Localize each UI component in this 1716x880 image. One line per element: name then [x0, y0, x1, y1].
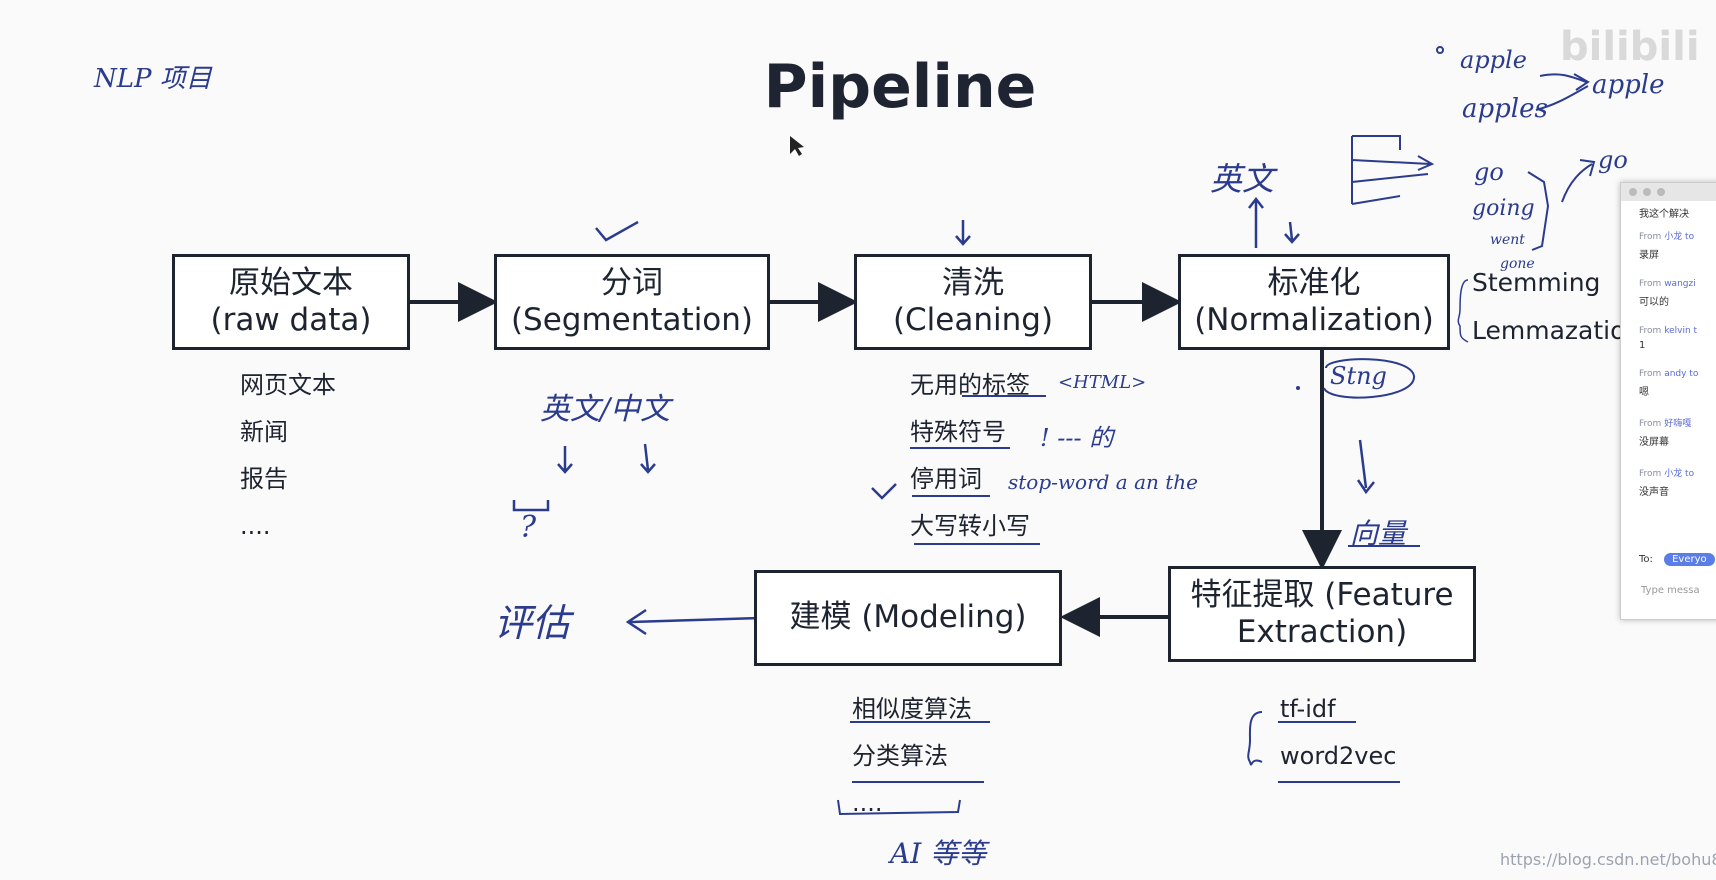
- hand-circle-stem: [1323, 358, 1416, 399]
- clean-item: 无用的标签: [910, 371, 1030, 399]
- hand-arrow-evaluate: [625, 608, 761, 636]
- window-zoom-icon[interactable]: [1657, 188, 1665, 196]
- chat-top-message: 我这个解决: [1639, 209, 1689, 220]
- hand-underlines-model: [850, 721, 990, 783]
- hand-evaluate: 评估: [494, 601, 571, 645]
- hand-arrow-down-norm: [1284, 221, 1300, 244]
- hand-arrow-clean: [955, 220, 971, 246]
- model-item: 相似度算法: [852, 695, 972, 723]
- box-feat-line1: 特征提取 (Feature: [1190, 576, 1454, 613]
- norm-method-lemmatization: Lemmazatio: [1472, 316, 1626, 345]
- hand-question: ?: [520, 510, 537, 545]
- hand-went: went: [1490, 232, 1525, 248]
- hand-go: go: [1474, 158, 1504, 186]
- chat-message: From wangzi 可以的: [1639, 279, 1696, 308]
- feature-methods: tf-idf word2vec: [1280, 686, 1396, 780]
- chat-to-label: To:: [1639, 554, 1653, 565]
- bilibili-logo: bilibili: [1560, 24, 1700, 70]
- hand-dot-apple: [1436, 46, 1444, 54]
- modeling-methods: 相似度算法 分类算法 ....: [852, 686, 972, 827]
- box-seg-line2: (Segmentation): [510, 302, 754, 338]
- hand-arrows-seg: [557, 443, 656, 474]
- model-item: ....: [852, 789, 883, 817]
- hand-arrow-go: [1561, 159, 1596, 203]
- hand-brace-go: [1527, 171, 1550, 251]
- hand-going: going: [1472, 196, 1535, 221]
- box-clean-line1: 清洗: [942, 264, 1004, 301]
- hand-arrow-apple: [1535, 73, 1590, 111]
- hand-html: <HTML>: [1058, 372, 1147, 393]
- window-close-icon[interactable]: [1629, 188, 1637, 196]
- chat-panel: 我这个解决 From 小龙 to 录屏 From wangzi 可以的 From…: [1620, 182, 1716, 620]
- csdn-watermark: https://blog.csdn.net/bohu83: [1500, 850, 1716, 869]
- raw-item: 报告: [240, 465, 288, 493]
- window-minimize-icon[interactable]: [1643, 188, 1651, 196]
- clean-item: 大写转小写: [910, 512, 1030, 540]
- hand-english: 英文: [1210, 160, 1275, 198]
- raw-item: 新闻: [240, 418, 288, 446]
- hand-arrow-down-vector: [1356, 439, 1375, 495]
- feature-item: tf-idf: [1280, 695, 1336, 723]
- hand-check-stopword: [871, 483, 897, 500]
- model-item: 分类算法: [852, 742, 948, 770]
- chat-message: From 小龙 to 录屏: [1639, 232, 1695, 261]
- hand-bracket-seg: [512, 500, 550, 512]
- box-raw-line1: 原始文本: [229, 264, 353, 301]
- box-model-line1: 建模 (Modeling): [789, 599, 1027, 636]
- clean-item: 停用词: [910, 465, 982, 493]
- chat-message: From kelvin t 1: [1639, 326, 1698, 351]
- raw-item: 网页文本: [240, 371, 336, 399]
- hand-symbols: ! --- 的: [1040, 424, 1114, 452]
- clean-item: 特殊符号: [910, 418, 1006, 446]
- hand-underlines-clean: [910, 395, 1046, 545]
- chat-recipient-select[interactable]: Everyo: [1664, 553, 1715, 566]
- hand-gone: gone: [1500, 256, 1535, 272]
- chat-recipient-row: To: Everyo: [1639, 553, 1715, 566]
- box-feature-extraction: 特征提取 (Feature Extraction): [1168, 566, 1476, 662]
- chat-titlebar: [1621, 183, 1716, 201]
- cleaning-steps: 无用的标签 特殊符号 停用词 大写转小写: [910, 362, 1030, 550]
- hand-apples: apples: [1462, 94, 1548, 124]
- box-raw-data: 原始文本 (raw data): [172, 254, 410, 350]
- norm-method-stemming: Stemming: [1472, 268, 1601, 297]
- hand-bracket-model: [837, 799, 961, 816]
- hand-arrow-up-english: [1248, 196, 1264, 248]
- box-segmentation: 分词 (Segmentation): [494, 254, 770, 350]
- box-norm-line2: (Normalization): [1194, 302, 1434, 338]
- cursor-icon: [790, 136, 804, 156]
- box-raw-line2: (raw data): [210, 302, 372, 338]
- raw-item: ....: [240, 512, 271, 540]
- hand-english-chinese: 英文/中文: [540, 392, 671, 427]
- slide-title: Pipeline: [763, 52, 1037, 122]
- hand-ai-etc: AI 等等: [890, 837, 987, 870]
- chat-message-input[interactable]: Type messa: [1641, 585, 1700, 596]
- chat-message: From andy to 嗯: [1639, 369, 1699, 398]
- hand-underlines-feat: [1278, 721, 1400, 783]
- hand-nlp-project: NLP 项目: [94, 64, 212, 94]
- hand-check-seg: [595, 220, 639, 242]
- box-feat-line2: Extraction): [1236, 614, 1408, 650]
- chat-message: From 好嗨嘎 没屏幕: [1639, 419, 1692, 448]
- hand-go-result: go: [1598, 146, 1628, 174]
- box-modeling: 建模 (Modeling): [754, 570, 1062, 666]
- hand-lines-stem: [1351, 135, 1435, 205]
- hand-vector: 向量: [1350, 517, 1407, 550]
- box-normalization: 标准化 (Normalization): [1178, 254, 1450, 350]
- hand-dot-norm: [1296, 386, 1300, 390]
- hand-stemming: Stng: [1330, 362, 1387, 390]
- hand-brace-feat: [1247, 711, 1263, 766]
- hand-apple: apple: [1460, 46, 1527, 74]
- chat-message: From 小龙 to 没声音: [1639, 469, 1695, 498]
- hand-stopword: stop-word a an the: [1008, 470, 1198, 494]
- hand-apple-result: apple: [1592, 70, 1665, 100]
- box-cleaning: 清洗 (Cleaning): [854, 254, 1092, 350]
- box-seg-line1: 分词: [601, 264, 663, 301]
- raw-data-examples: 网页文本 新闻 报告 ....: [240, 362, 336, 550]
- feature-item: word2vec: [1280, 742, 1397, 770]
- hand-brace-norm: [1457, 279, 1469, 343]
- box-norm-line1: 标准化: [1267, 264, 1361, 301]
- box-clean-line2: (Cleaning): [892, 302, 1054, 338]
